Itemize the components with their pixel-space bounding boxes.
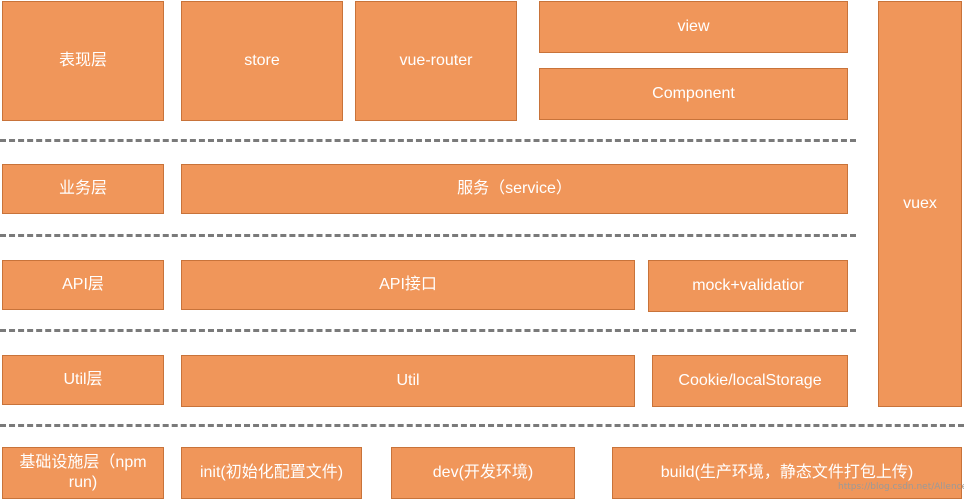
- api-interface-box: API接口: [181, 260, 635, 310]
- layer-separator: [0, 234, 856, 237]
- business-layer-label: 业务层: [2, 164, 164, 214]
- storage-box: Cookie/localStorage: [652, 355, 848, 407]
- presentation-layer-label: 表现层: [2, 1, 164, 121]
- api-layer-label: API层: [2, 260, 164, 310]
- layer-separator: [0, 424, 964, 427]
- mock-validation-box: mock+validatior: [648, 260, 848, 312]
- util-layer-label: Util层: [2, 355, 164, 405]
- vue-router-box: vue-router: [355, 1, 517, 121]
- service-box: 服务（service）: [181, 164, 848, 214]
- store-box: store: [181, 1, 343, 121]
- infrastructure-layer-label: 基础设施层（npm run): [2, 447, 164, 499]
- watermark-text: https://blog.csdn.net/Allence_z: [838, 482, 964, 492]
- component-box: Component: [539, 68, 848, 120]
- view-box: view: [539, 1, 848, 53]
- vuex-box: vuex: [878, 1, 962, 407]
- util-box: Util: [181, 355, 635, 407]
- build-box: build(生产环境，静态文件打包上传): [612, 447, 962, 499]
- layer-separator: [0, 329, 856, 332]
- dev-box: dev(开发环境): [391, 447, 575, 499]
- layer-separator: [0, 139, 856, 142]
- init-box: init(初始化配置文件): [181, 447, 362, 499]
